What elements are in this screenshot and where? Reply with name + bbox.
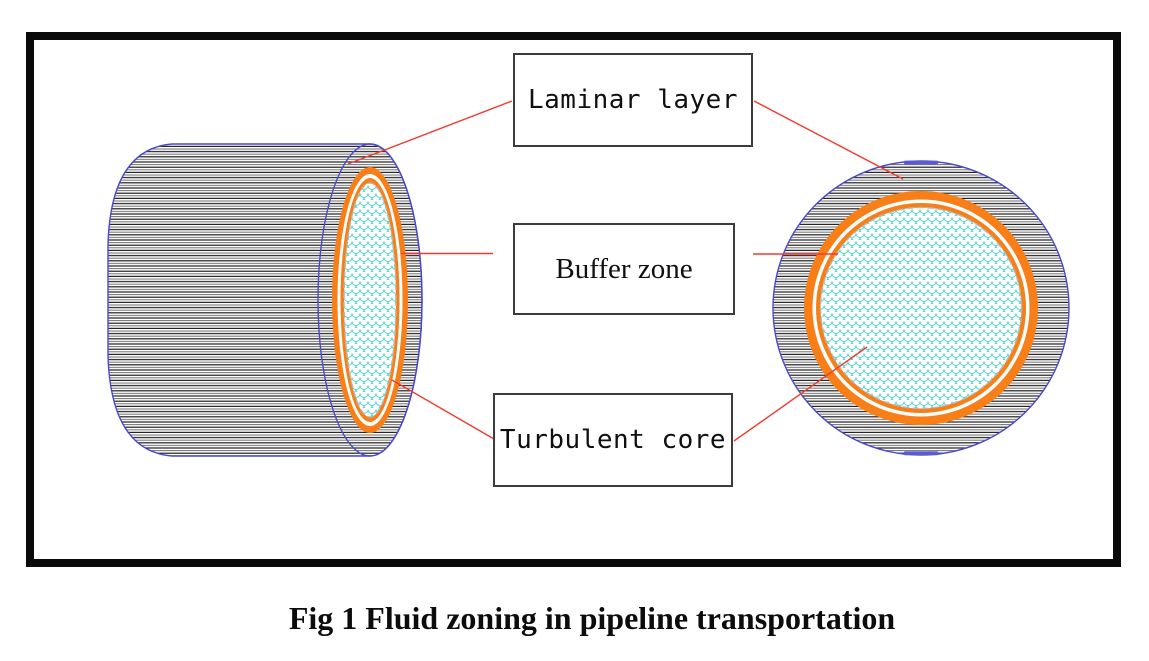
section-bottom-flat-segment (904, 451, 938, 456)
turbulent-core-label: Turbulent core (499, 425, 727, 455)
cylinder-face-outline (317, 143, 423, 457)
cylinder-3d-view (107, 143, 423, 457)
figure-frame (26, 32, 1121, 567)
laminar-layer-label: Laminar layer (528, 85, 738, 115)
figure-caption: Fig 1 Fluid zoning in pipeline transport… (288, 600, 896, 636)
label-box-laminar: Laminar layer (513, 53, 753, 147)
cross-section-view (772, 160, 1070, 456)
leader-line-laminar-left (347, 100, 513, 165)
section-top-flat-segment (904, 160, 938, 165)
buffer-zone-label: Buffer zone (555, 252, 693, 285)
leader-line-laminar-right (753, 100, 904, 180)
leader-line-turbulent-right (733, 346, 868, 442)
label-box-buffer: Buffer zone (513, 223, 735, 315)
section-turbulent-core (819, 206, 1023, 410)
leader-lines (347, 100, 904, 442)
cylinder-turbulent-core (343, 182, 397, 418)
label-box-turbulent: Turbulent core (493, 393, 733, 487)
leader-line-turbulent-left (391, 379, 495, 440)
